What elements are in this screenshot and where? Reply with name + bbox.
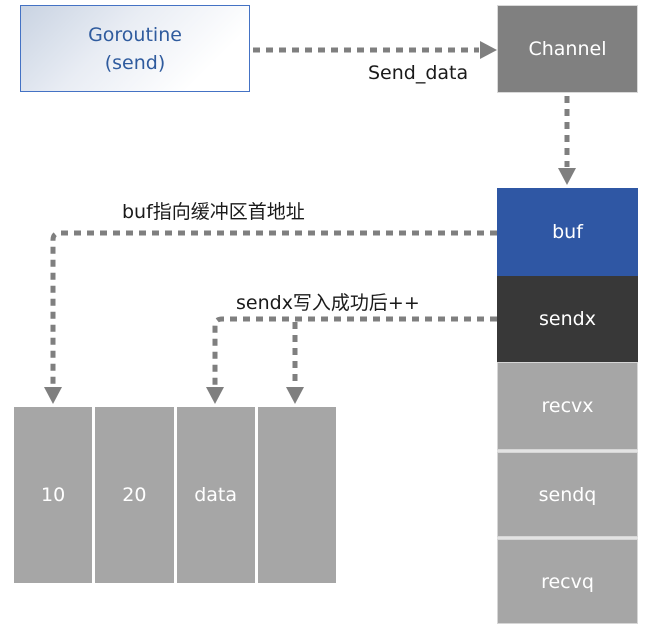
struct-field-recvq: recvq (497, 537, 638, 624)
struct-field-recvx: recvx (497, 362, 638, 450)
buffer-cell-0: 10 (14, 407, 93, 583)
goroutine-box-title: Goroutine (88, 23, 182, 46)
goroutine-box: Goroutine (send) (20, 5, 250, 92)
sendx-pointer-arrowhead-icon (206, 387, 224, 404)
sendx-increment-arrowhead-icon (286, 387, 304, 404)
buf-annotation: buf指向缓冲区首地址 (122, 201, 305, 223)
ring-buffer-array: 10 20 data (14, 407, 336, 583)
goroutine-box-subtitle: (send) (104, 51, 166, 74)
channel-box: Channel (497, 5, 638, 93)
sendx-annotation: sendx写入成功后++ (236, 292, 420, 314)
buffer-cell-1: 20 (95, 407, 174, 583)
buffer-cell-2: data (176, 407, 255, 583)
channel-struct-column: buf sendx recvx sendq recvq (497, 188, 638, 624)
send-data-arrowhead-icon (480, 41, 497, 59)
send-data-label: Send_data (368, 62, 469, 84)
sendx-pointer-line (212, 316, 497, 386)
struct-field-sendx: sendx (497, 276, 638, 362)
buffer-cell-3 (257, 407, 336, 583)
struct-field-buf: buf (497, 188, 638, 276)
buf-pointer-arrowhead-icon (44, 387, 62, 404)
struct-field-sendq: sendq (497, 450, 638, 537)
channel-to-buf-arrowhead-icon (558, 168, 576, 185)
